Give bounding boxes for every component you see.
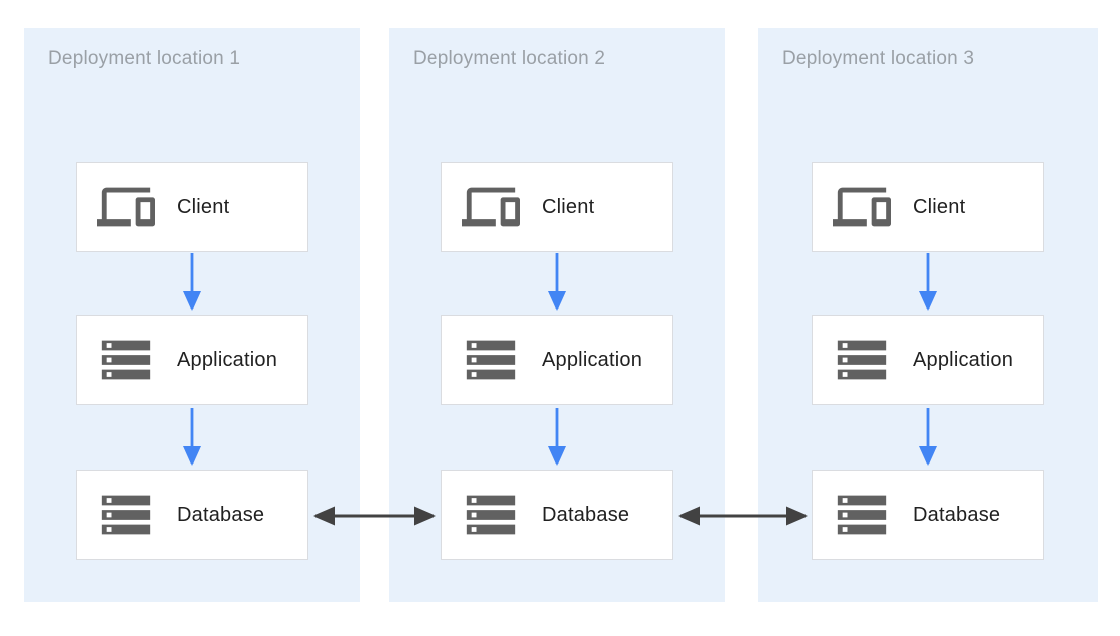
node-label: Client <box>177 195 230 218</box>
node-label: Application <box>913 348 1014 371</box>
node-label: Application <box>177 348 278 371</box>
node-label: Client <box>542 195 595 218</box>
client-node: Client <box>812 162 1044 252</box>
server-stack-icon <box>462 486 520 544</box>
server-stack-icon <box>462 331 520 389</box>
node-label: Database <box>177 503 265 526</box>
server-stack-icon <box>833 486 891 544</box>
client-node: Client <box>441 162 673 252</box>
application-node: Application <box>76 315 308 405</box>
client-node: Client <box>76 162 308 252</box>
devices-icon <box>833 178 891 236</box>
database-node: Database <box>812 470 1044 560</box>
database-node: Database <box>441 470 673 560</box>
node-label: Database <box>542 503 630 526</box>
node-label: Client <box>913 195 966 218</box>
server-stack-icon <box>833 331 891 389</box>
panel-title: Deployment location 1 <box>48 48 241 69</box>
database-node: Database <box>76 470 308 560</box>
deployment-location-1-panel: Deployment location 1 Client Application… <box>24 28 360 602</box>
node-label: Database <box>913 503 1001 526</box>
panel-title: Deployment location 3 <box>782 48 975 69</box>
application-node: Application <box>441 315 673 405</box>
panel-title: Deployment location 2 <box>413 48 606 69</box>
application-node: Application <box>812 315 1044 405</box>
node-label: Application <box>542 348 643 371</box>
server-stack-icon <box>97 331 155 389</box>
server-stack-icon <box>97 486 155 544</box>
deployment-location-2-panel: Deployment location 2 Client Application… <box>389 28 725 602</box>
deployment-location-3-panel: Deployment location 3 Client Application… <box>758 28 1098 602</box>
devices-icon <box>462 178 520 236</box>
devices-icon <box>97 178 155 236</box>
